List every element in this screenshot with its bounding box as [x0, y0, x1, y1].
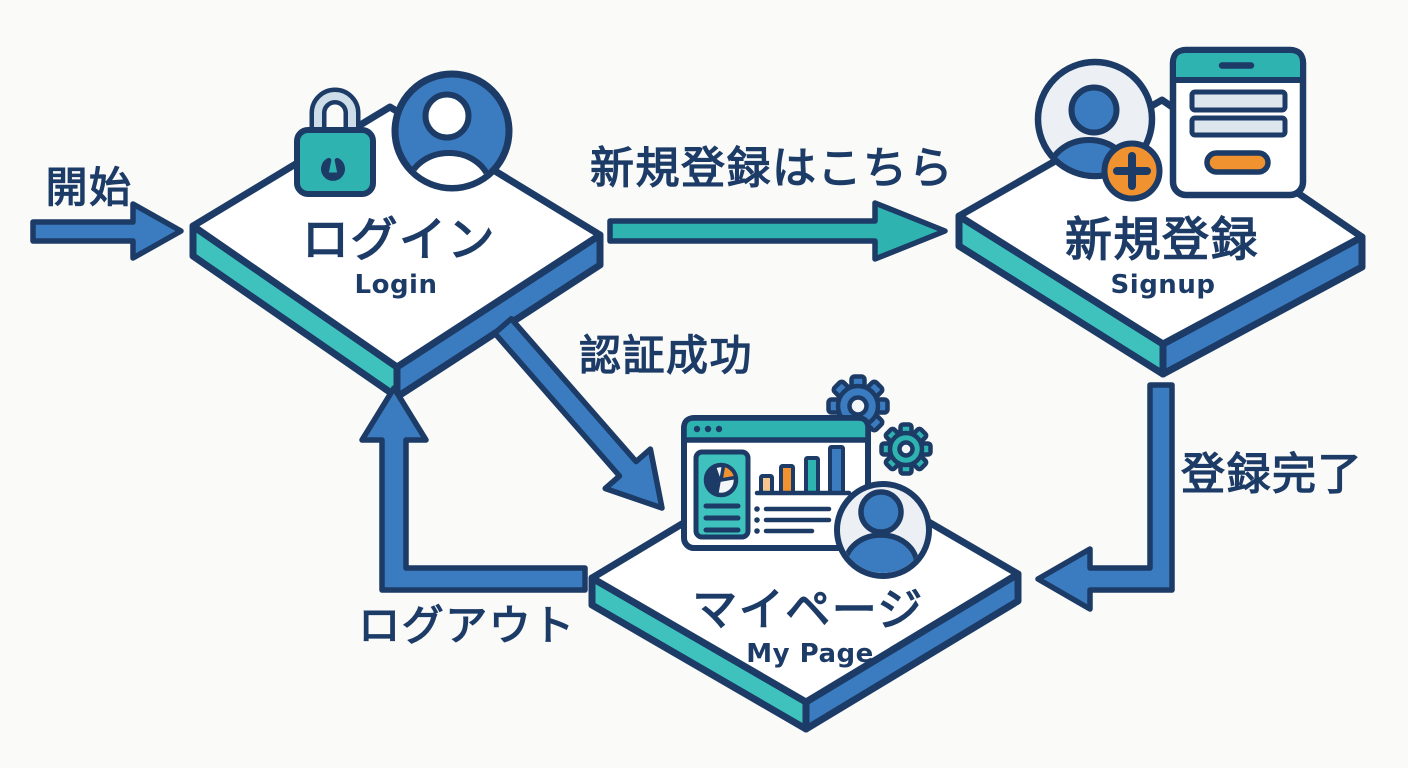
avatar-shoulders: [405, 150, 493, 185]
label-edge-start: 開始: [45, 163, 133, 212]
label-edge-logout: ログアウト: [358, 601, 576, 650]
arrow-logout: [359, 385, 588, 593]
dashboard-icon: [681, 415, 871, 551]
user-avatar-icon-mypage: [834, 481, 932, 579]
pie-chart-icon: [703, 462, 739, 498]
lock-keyhole: [321, 157, 345, 181]
label-edge-register-done: 登録完了: [1181, 449, 1363, 500]
dashboard-header-dots: [693, 425, 723, 433]
node-mypage-subtitle: My Page: [746, 639, 874, 669]
add-user-icon: [1034, 58, 1163, 202]
gear-hole: [847, 395, 869, 417]
form-input-2: [1189, 115, 1288, 138]
dashboard-list-dots: [754, 506, 760, 534]
sidebar-menu-lines: [703, 503, 741, 533]
gear-icon-small: [879, 422, 933, 476]
node-login-subtitle: Login: [354, 270, 438, 300]
dashboard-header: [681, 415, 871, 443]
avatar-head: [858, 489, 904, 535]
label-edge-auth-success: 認証成功: [578, 331, 754, 380]
arrow-register-done: [1035, 382, 1175, 612]
arrow-start: [30, 201, 184, 261]
add-user-head: [1068, 84, 1120, 136]
node-signup-subtitle: Signup: [1110, 270, 1216, 300]
plus-icon: [1113, 152, 1151, 190]
arrow-to-signup: [607, 200, 948, 262]
dashboard-list-lines: [763, 506, 832, 534]
node-login-title: ログイン: [302, 213, 496, 268]
node-mypage-title: マイページ: [692, 583, 924, 636]
form-input-1: [1189, 89, 1288, 113]
arrow-auth-success: [491, 316, 665, 511]
gear-hole: [897, 440, 915, 458]
bar-chart-icon: [754, 445, 852, 496]
form-submit-button: [1204, 150, 1271, 175]
node-signup-title: 新規登録: [1065, 213, 1259, 268]
signup-form-icon: [1169, 46, 1307, 199]
avatar-head: [422, 91, 472, 141]
user-avatar-icon: [391, 70, 513, 192]
lock-shackle: [314, 92, 356, 138]
lock-icon: [294, 87, 376, 197]
label-edge-to-signup: 新規登録はこちら: [590, 143, 954, 194]
